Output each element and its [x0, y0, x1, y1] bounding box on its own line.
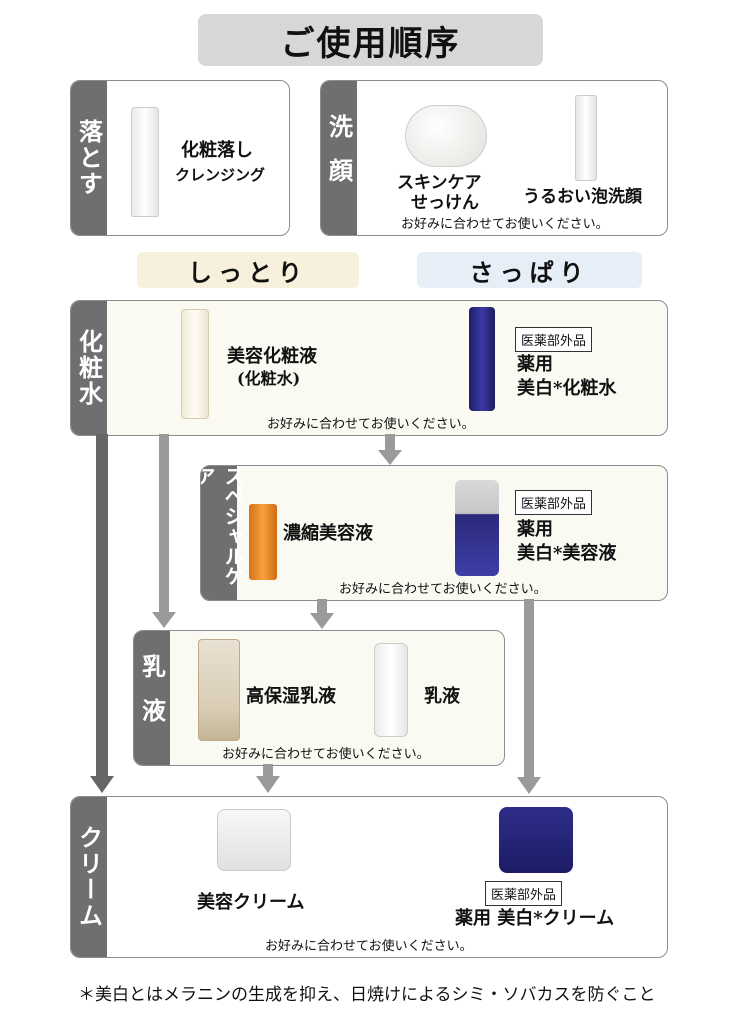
milk-bottle-image	[374, 643, 408, 737]
soap-label-2: せっけん	[411, 193, 479, 213]
wash-note: お好みに合わせてお使いください。	[401, 217, 609, 232]
milk-note: お好みに合わせてお使いください。	[222, 747, 430, 762]
flow-arrowhead-special-to-milk	[310, 613, 334, 629]
milk-step: 乳液 高保湿乳液 乳液 お好みに合わせてお使いください。	[133, 630, 505, 766]
lotion-note: お好みに合わせてお使いください。	[267, 417, 475, 432]
milk-label: 乳液	[424, 686, 460, 707]
cream-tab: クリーム	[71, 797, 107, 957]
concentrated-serum-bottle-image	[249, 504, 277, 580]
beauty-cream-label: 美容クリーム	[197, 892, 305, 913]
cleansing-tab: 落とす	[71, 81, 107, 235]
lotion-quasi-drug-badge: 医薬部外品	[515, 327, 593, 352]
flow-arrow-special-to-cream	[524, 599, 534, 779]
whitening-lotion-bottle-image	[469, 307, 495, 411]
cleansing-product-sublabel: クレンジング	[175, 166, 266, 184]
flow-arrow-milk-to-cream	[263, 764, 273, 778]
milk-tab: 乳液	[134, 631, 170, 765]
soap-label-1: スキンケア	[397, 173, 482, 193]
lotion-step: 化粧水 美容化粧液 (化粧水) 医薬部外品 薬用 美白*化粧水 お好みに合わせて…	[70, 300, 668, 436]
whitening-serum-label-2: 美白*美容液	[517, 543, 617, 564]
foam-wash-label: うるおい泡洗顔	[523, 187, 642, 207]
beauty-cream-jar-image	[217, 809, 291, 871]
whitening-cream-jar-image	[499, 807, 573, 873]
flow-arrowhead-special-to-cream	[517, 777, 541, 794]
page-title: ご使用順序	[198, 14, 543, 66]
whitening-lotion-label-1: 薬用	[517, 354, 553, 375]
flow-arrow-lotion-to-cream	[96, 434, 108, 778]
cleansing-step: 落とす 化粧落し クレンジング	[70, 80, 290, 236]
flow-arrow-special-to-milk	[317, 599, 327, 615]
whitening-cream-label: 薬用 美白*クリーム	[455, 908, 615, 929]
cream-note: お好みに合わせてお使いください。	[265, 939, 473, 954]
moist-type-label: しっとり	[137, 252, 359, 288]
flow-arrowhead-milk-to-cream	[256, 776, 280, 793]
whitening-footnote: ＊美白とはメラニンの生成を抑え、日焼けによるシミ・ソバカスを防ぐこと	[78, 985, 656, 1005]
serum-quasi-drug-badge: 医薬部外品	[515, 490, 593, 515]
whitening-lotion-label-2: 美白*化粧水	[517, 378, 617, 399]
high-moisture-milk-label: 高保湿乳液	[246, 686, 336, 707]
fresh-type-label: さっぱり	[417, 252, 642, 288]
high-moisture-milk-tube-image	[198, 639, 240, 741]
soap-image	[405, 105, 487, 167]
wash-step: 洗顔 スキンケア せっけん うるおい泡洗顔 お好みに合わせてお使いください。	[320, 80, 668, 236]
flow-arrowhead-lotion-to-special	[378, 450, 402, 465]
beauty-lotion-sublabel: (化粧水)	[237, 369, 301, 388]
flow-arrowhead-lotion-to-cream	[90, 776, 114, 793]
whitening-serum-label-1: 薬用	[517, 519, 553, 540]
flow-arrow-lotion-to-milk	[159, 434, 169, 614]
flow-arrowhead-lotion-to-milk	[152, 612, 176, 628]
cream-step: クリーム 美容クリーム 医薬部外品 薬用 美白*クリーム お好みに合わせてお使い…	[70, 796, 668, 958]
special-care-note: お好みに合わせてお使いください。	[339, 582, 547, 597]
cream-quasi-drug-badge: 医薬部外品	[485, 881, 563, 906]
cleansing-tube-image	[131, 107, 159, 217]
concentrated-serum-label: 濃縮美容液	[283, 523, 373, 544]
flow-arrow-lotion-to-special	[385, 434, 395, 452]
wash-tab: 洗顔	[321, 81, 357, 235]
beauty-lotion-bottle-image	[181, 309, 209, 419]
cleansing-product-label: 化粧落し	[181, 140, 253, 161]
special-care-step: スペシャルケア 濃縮美容液 医薬部外品 薬用 美白*美容液 お好みに合わせてお使…	[200, 465, 668, 601]
lotion-tab: 化粧水	[71, 301, 107, 435]
whitening-serum-bottle-image	[455, 480, 499, 576]
foam-wash-bottle-image	[575, 95, 597, 181]
beauty-lotion-label: 美容化粧液	[227, 346, 317, 367]
